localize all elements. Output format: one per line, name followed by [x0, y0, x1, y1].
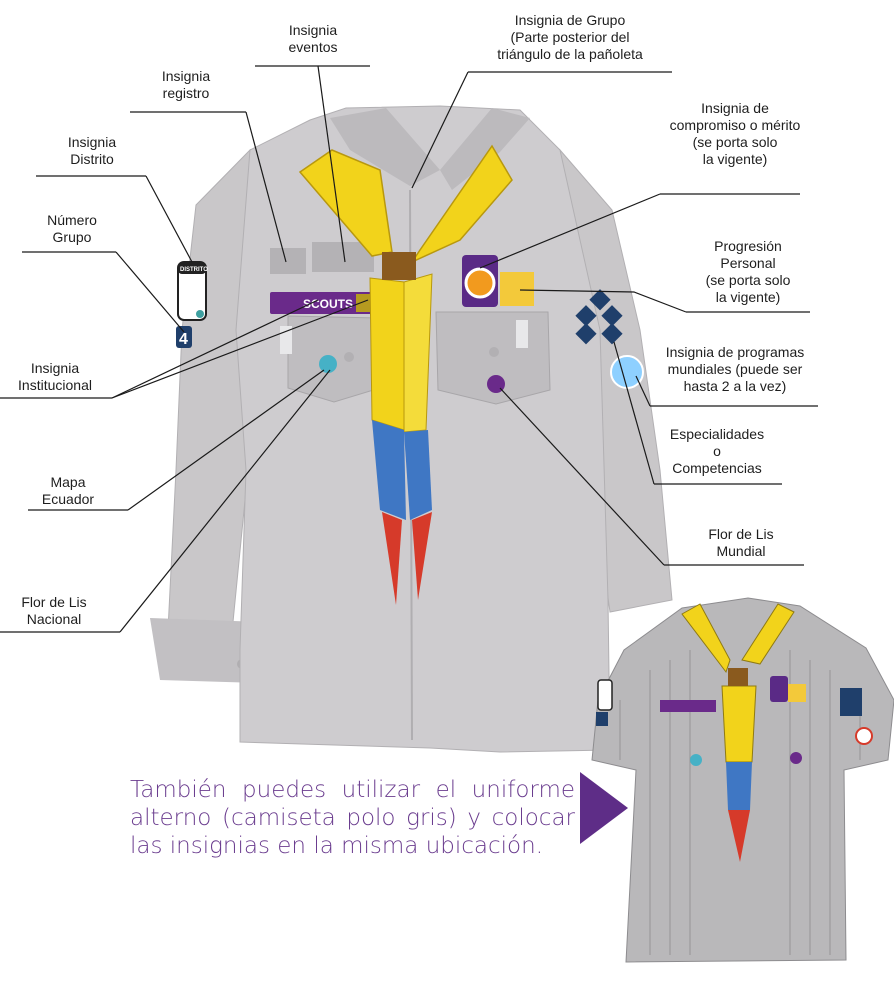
label-insignia-distrito: Insignia Distrito [46, 134, 138, 168]
polo-distrito-badge [598, 680, 612, 710]
polo-arrow [580, 772, 628, 844]
polo-programas-badge [856, 728, 872, 744]
ecuador-map-badge [319, 355, 337, 373]
label-insignia-eventos: Insignia eventos [270, 22, 356, 56]
distrito-badge-dot [196, 310, 204, 318]
programas-mundiales-badge [611, 356, 643, 388]
label-insignia-compromiso: Insignia de compromiso o mérito (se port… [660, 100, 810, 168]
progresion-badge [500, 272, 534, 306]
label-especialidades: Especialidades o Competencias [654, 426, 780, 477]
label-insignia-grupo: Insignia de Grupo (Parte posterior del t… [462, 12, 678, 63]
label-progresion-personal: Progresión Personal (se porta solo la vi… [686, 238, 810, 306]
polo-world-badge [790, 752, 802, 764]
scarf-left-tail-yellow [370, 278, 404, 430]
alternate-uniform-note: También puedes utilizar el uniforme alte… [130, 776, 575, 860]
label-mapa-ecuador: Mapa Ecuador [28, 474, 108, 508]
polo-scarf-tails-yellow [722, 686, 756, 762]
polo-scarf-tails-blue [726, 762, 752, 810]
label-insignia-registro: Insignia registro [140, 68, 232, 102]
left-pocket-button [344, 352, 354, 362]
polo-number-badge [596, 712, 608, 726]
polo-progresion-badge [788, 684, 806, 702]
polo-compromiso-badge [770, 676, 788, 702]
group-number-text: 4 [179, 331, 188, 348]
label-flor-lis-nacional: Flor de Lis Nacional [2, 594, 106, 628]
label-insignia-programas: Insignia de programas mundiales (puede s… [652, 344, 818, 395]
compromiso-badge-emblem [466, 269, 494, 297]
label-flor-lis-mundial: Flor de Lis Mundial [686, 526, 796, 560]
polo-scouts-badge [660, 700, 716, 712]
polo-shirt [592, 598, 894, 962]
polo-ecuador-badge [690, 754, 702, 766]
right-pocket-button [489, 347, 499, 357]
scarf-woggle [382, 252, 416, 280]
polo-woggle [728, 668, 748, 686]
label-numero-grupo: Número Grupo [26, 212, 118, 246]
label-insignia-institucional: Insignia Institucional [10, 360, 100, 394]
registro-badge-slot [270, 248, 306, 274]
distrito-badge-text: DISTRITO [180, 267, 208, 273]
polo-especialidades-badges [840, 688, 862, 716]
right-collar-tab [516, 320, 528, 348]
